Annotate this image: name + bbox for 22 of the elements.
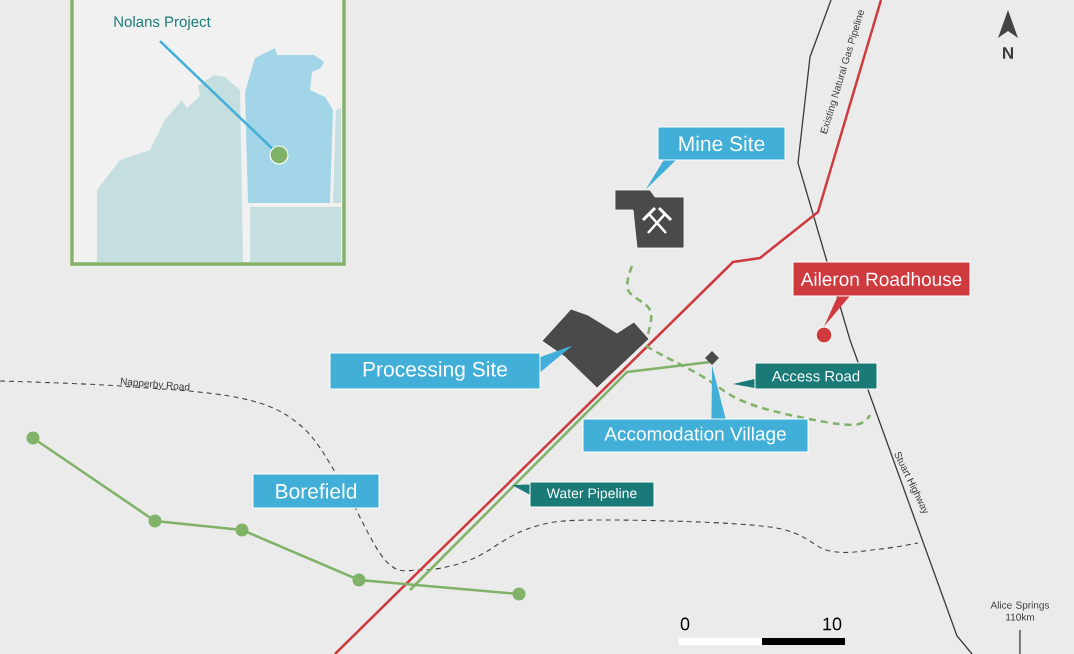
location-marker xyxy=(705,351,719,365)
location-dot xyxy=(815,326,833,344)
callout-pointer xyxy=(540,345,573,372)
callout-label: Water Pipeline xyxy=(529,481,655,508)
callout-label: Accomodation Village xyxy=(582,418,809,453)
callout-label: Access Road xyxy=(754,362,878,390)
location-dot xyxy=(269,145,289,165)
scale-label: 0 xyxy=(680,617,690,631)
road-label: Napperby Road xyxy=(120,377,190,391)
callout-pointer xyxy=(733,379,755,388)
callout-pointer xyxy=(512,484,530,495)
leader-line xyxy=(159,40,273,150)
callout-pointer xyxy=(645,160,676,190)
callout-label: Borefield xyxy=(252,473,380,509)
callout-pointer xyxy=(711,365,726,419)
callout-pointer xyxy=(824,296,850,327)
town-label: Alice Springs 110km xyxy=(990,601,1050,621)
processing-site-shape xyxy=(541,308,650,389)
scale-label: 10 xyxy=(823,617,842,631)
map-label: Nolans Project xyxy=(114,16,211,30)
mine-site-shape xyxy=(614,189,685,249)
north-label: N xyxy=(1003,47,1013,59)
